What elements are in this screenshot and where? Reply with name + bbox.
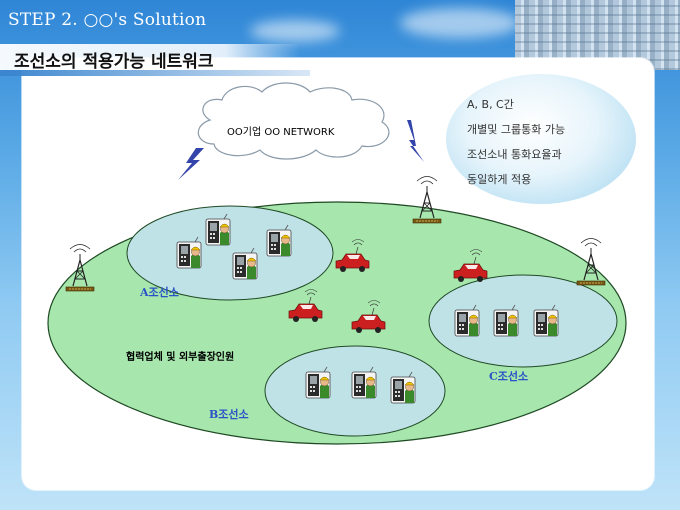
worker-with-radio-icon bbox=[232, 247, 258, 280]
worker-with-radio-icon bbox=[305, 366, 331, 399]
heading-bar bbox=[0, 44, 300, 70]
network-label: OO기업 OO NETWORK bbox=[227, 127, 335, 138]
info-line: A, B, C간 bbox=[467, 98, 514, 111]
background-cloud bbox=[400, 8, 520, 38]
worker-with-radio-icon bbox=[493, 304, 519, 337]
step-title: STEP 2. ○○'s Solution bbox=[8, 10, 207, 30]
info-bubble bbox=[446, 74, 636, 204]
partners-label: 협력업체 및 외부출장인원 bbox=[126, 352, 235, 363]
site-a-area bbox=[126, 205, 334, 301]
site-c-area bbox=[428, 274, 618, 368]
page-heading: 조선소의 적용가능 네트워크 bbox=[14, 52, 214, 72]
worker-with-radio-icon bbox=[266, 224, 292, 257]
info-list: A, B, C간 개별및 그룹통화 가능 조선소내 통화요율과 동일하게 적용 bbox=[467, 92, 565, 192]
lightning-bolt-icon bbox=[407, 120, 424, 162]
worker-with-radio-icon bbox=[454, 304, 480, 337]
info-line: 조선소내 통화요율과 bbox=[467, 148, 562, 161]
heading-accent-line bbox=[0, 70, 310, 76]
background-cloud bbox=[250, 20, 340, 42]
site-b-label: B조선소 bbox=[209, 408, 249, 421]
worker-with-radio-icon bbox=[390, 371, 416, 404]
worker-with-radio-icon bbox=[533, 304, 559, 337]
site-a-label: A조선소 bbox=[140, 286, 179, 299]
worker-with-radio-icon bbox=[351, 366, 377, 399]
info-line: 개별및 그룹통화 가능 bbox=[467, 123, 566, 136]
cloud-icon bbox=[197, 82, 390, 160]
worker-with-radio-icon bbox=[176, 236, 202, 269]
info-line: 동일하게 적용 bbox=[467, 173, 532, 186]
worker-with-radio-icon bbox=[205, 213, 231, 246]
site-c-label: C조선소 bbox=[489, 370, 529, 383]
lightning-bolt-icon bbox=[178, 148, 204, 180]
